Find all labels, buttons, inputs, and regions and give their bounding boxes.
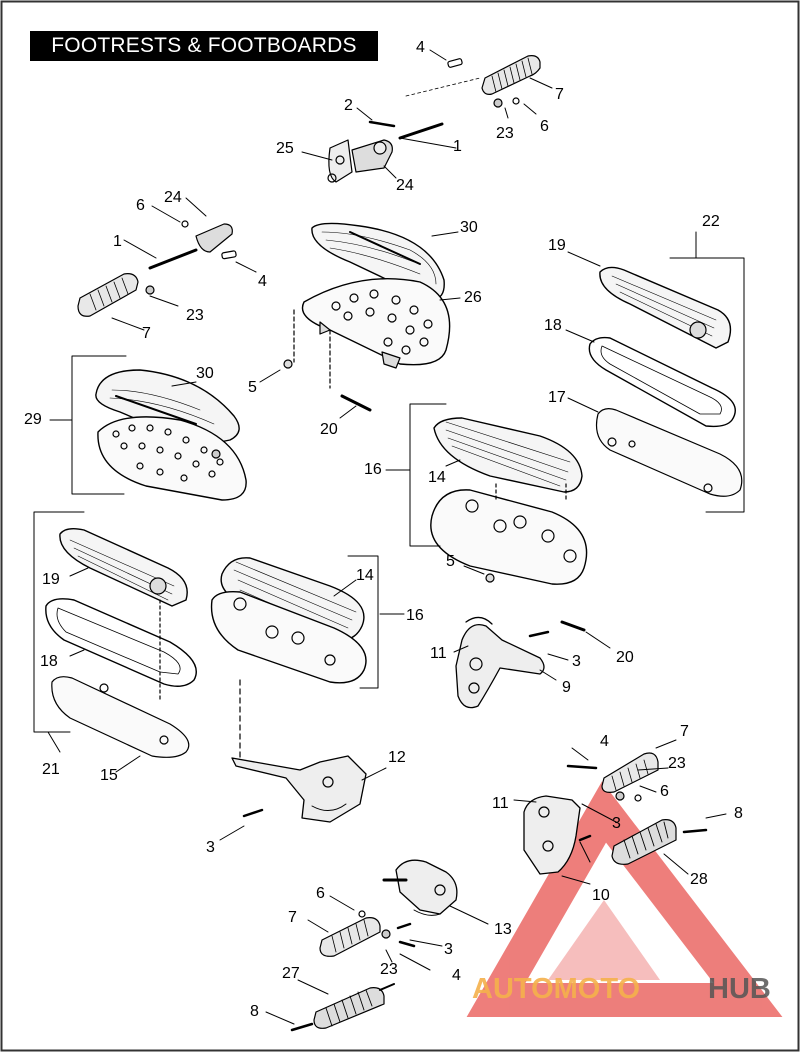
callout-6: 6	[316, 885, 325, 902]
callout-2: 2	[344, 97, 353, 114]
callout-15: 15	[100, 767, 118, 784]
callout-3: 3	[572, 653, 581, 670]
callout-16: 16	[364, 461, 382, 478]
callout-23: 23	[668, 755, 686, 772]
callout-14: 14	[428, 469, 446, 486]
callout-1: 1	[453, 138, 462, 155]
callout-17: 17	[548, 389, 566, 406]
callout-29: 29	[24, 411, 42, 428]
watermark-text-1: AUTOMOTO	[472, 973, 640, 1005]
callout-6: 6	[660, 783, 669, 800]
callout-7: 7	[555, 86, 564, 103]
callout-11: 11	[430, 645, 447, 662]
callout-20: 20	[320, 421, 338, 438]
callout-14: 14	[356, 567, 374, 584]
callout-25: 25	[276, 140, 294, 157]
callout-12: 12	[388, 749, 406, 766]
diagram-title: FOOTRESTS & FOOTBOARDS	[30, 31, 378, 61]
callout-7: 7	[680, 723, 689, 740]
callout-8: 8	[250, 1003, 259, 1020]
callout-19: 19	[42, 571, 60, 588]
callout-23: 23	[186, 307, 204, 324]
callout-1: 1	[113, 233, 122, 250]
callout-3: 3	[444, 941, 453, 958]
callout-20: 20	[616, 649, 634, 666]
footpeg-assembly-top	[327, 55, 541, 183]
callout-23: 23	[380, 961, 398, 978]
callout-5: 5	[446, 553, 455, 570]
footboard-half-moon-upper	[283, 222, 451, 412]
callout-22: 22	[702, 213, 720, 230]
mount-bracket-12	[231, 679, 367, 823]
footpeg-assembly-left	[77, 220, 237, 317]
callout-7: 7	[288, 909, 297, 926]
callout-8: 8	[734, 805, 743, 822]
callout-18: 18	[40, 653, 58, 670]
callout-21: 21	[42, 761, 60, 778]
floorboard-assembly-lower-center	[210, 555, 379, 689]
callout-13: 13	[494, 921, 512, 938]
callout-28: 28	[690, 871, 708, 888]
callout-4: 4	[416, 39, 425, 56]
callout-16: 16	[406, 607, 424, 624]
leader-lines	[47, 49, 727, 1025]
callout-3: 3	[612, 815, 621, 832]
footboard-half-moon-left	[71, 355, 247, 501]
footpeg-27	[290, 983, 395, 1032]
callout-5: 5	[248, 379, 257, 396]
callout-4: 4	[258, 273, 267, 290]
callout-9: 9	[562, 679, 571, 696]
callout-labels: 4 7 2 6 23 1 25 24 24 6 1 30 4 26 23 7 1…	[24, 39, 743, 1020]
callout-24: 24	[164, 189, 182, 206]
mount-bracket-13	[319, 859, 458, 957]
callout-26: 26	[464, 289, 482, 306]
callout-19: 19	[548, 237, 566, 254]
mount-bracket-lower-right	[523, 752, 708, 875]
floorboard-assembly-left	[33, 511, 197, 758]
callout-10: 10	[592, 887, 610, 904]
callout-6: 6	[540, 118, 549, 135]
callout-30: 30	[196, 365, 214, 382]
watermark-text-2: HUB	[708, 973, 771, 1005]
callout-4: 4	[452, 967, 461, 984]
callout-6: 6	[136, 197, 145, 214]
callout-3: 3	[206, 839, 215, 856]
floorboard-assembly-center	[409, 403, 588, 632]
callout-18: 18	[544, 317, 562, 334]
callout-11: 11	[492, 795, 509, 812]
callout-30: 30	[460, 219, 478, 236]
callout-27: 27	[282, 965, 300, 982]
callout-4: 4	[600, 733, 609, 750]
callout-24: 24	[396, 177, 414, 194]
callout-23: 23	[496, 125, 514, 142]
callout-7: 7	[142, 325, 151, 342]
floorboard-assembly-right	[588, 257, 745, 513]
mount-bracket-right	[455, 616, 550, 709]
watermark-logo	[466, 781, 783, 1017]
